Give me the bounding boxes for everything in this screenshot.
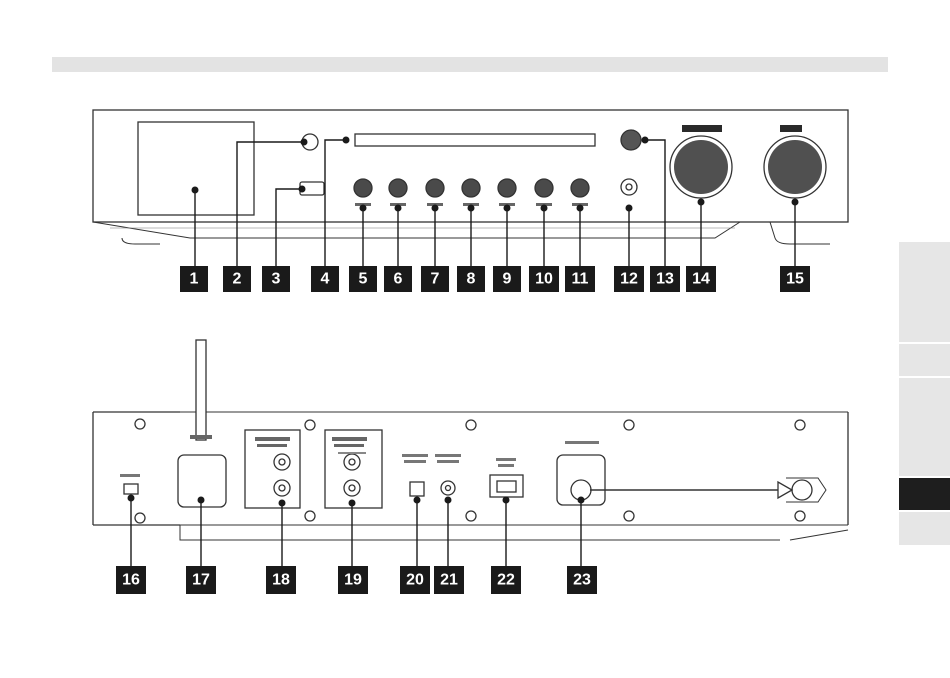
callout-18: 18 bbox=[266, 566, 296, 594]
svg-text:5: 5 bbox=[359, 271, 368, 288]
callout-23: 23 bbox=[567, 566, 597, 594]
svg-text:9: 9 bbox=[503, 271, 512, 288]
svg-text:21: 21 bbox=[440, 572, 458, 589]
svg-text:12: 12 bbox=[620, 271, 638, 288]
svg-text:19: 19 bbox=[344, 572, 362, 589]
callout-2: 2 bbox=[223, 266, 251, 292]
callout-7: 7 bbox=[421, 266, 449, 292]
svg-text:3: 3 bbox=[272, 271, 281, 288]
callout-21: 21 bbox=[434, 566, 464, 594]
callout-11: 11 bbox=[565, 266, 595, 292]
callout-16: 16 bbox=[116, 566, 146, 594]
disc-slot bbox=[355, 134, 595, 146]
svg-text:4: 4 bbox=[321, 271, 330, 288]
svg-text:8: 8 bbox=[467, 271, 476, 288]
ir-sensor bbox=[621, 130, 641, 150]
callout-1: 1 bbox=[180, 266, 208, 292]
callout-22: 22 bbox=[491, 566, 521, 594]
svg-text:20: 20 bbox=[406, 572, 424, 589]
callout-17: 17 bbox=[186, 566, 216, 594]
svg-text:14: 14 bbox=[692, 271, 710, 288]
svg-text:11: 11 bbox=[572, 271, 589, 288]
svg-text:23: 23 bbox=[573, 572, 591, 589]
callout-8: 8 bbox=[457, 266, 485, 292]
svg-text:17: 17 bbox=[192, 572, 210, 589]
callout-3: 3 bbox=[262, 266, 290, 292]
callout-5: 5 bbox=[349, 266, 377, 292]
callout-10: 10 bbox=[529, 266, 559, 292]
rear-panel bbox=[93, 340, 848, 540]
callout-4: 4 bbox=[311, 266, 339, 292]
callout-15: 15 bbox=[780, 266, 810, 292]
svg-text:10: 10 bbox=[535, 271, 553, 288]
callout-20: 20 bbox=[400, 566, 430, 594]
callout-6: 6 bbox=[384, 266, 412, 292]
svg-text:1: 1 bbox=[190, 271, 199, 288]
svg-text:15: 15 bbox=[786, 271, 804, 288]
callout-9: 9 bbox=[493, 266, 521, 292]
callout-12: 12 bbox=[614, 266, 644, 292]
svg-text:7: 7 bbox=[431, 271, 440, 288]
svg-text:18: 18 bbox=[272, 572, 290, 589]
svg-text:16: 16 bbox=[122, 572, 140, 589]
svg-text:2: 2 bbox=[233, 271, 242, 288]
callout-13: 13 bbox=[650, 266, 680, 292]
callout-14: 14 bbox=[686, 266, 716, 292]
svg-text:13: 13 bbox=[656, 271, 674, 288]
callout-19: 19 bbox=[338, 566, 368, 594]
svg-text:22: 22 bbox=[497, 572, 515, 589]
svg-text:6: 6 bbox=[394, 271, 403, 288]
